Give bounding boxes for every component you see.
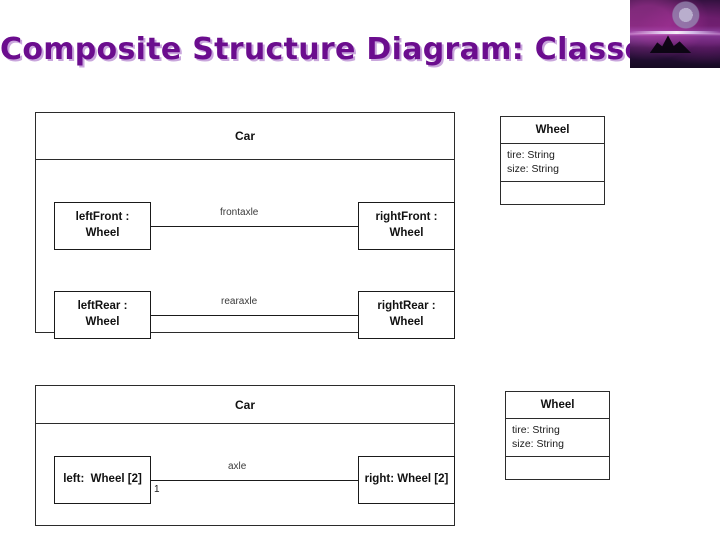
purple-moon-water-silhouette-image (630, 0, 720, 68)
connector-frontaxle (151, 226, 358, 227)
part-left-front-wheel[interactable]: leftFront : Wheel (54, 202, 151, 250)
part-right-front-wheel[interactable]: rightFront : Wheel (358, 202, 455, 250)
class-attribute: tire: String (507, 149, 555, 161)
part-left-rear-wheel-line1: leftRear : (77, 300, 128, 313)
part-right-front-wheel-label: rightFront : Wheel (376, 210, 438, 241)
class-box-wheel-1[interactable]: Wheel tire: String size: String (500, 116, 605, 205)
composite-structure-car-frame-1: Car frontaxle rearaxle leftFront : Wheel… (35, 112, 455, 339)
connector-axle (151, 480, 358, 481)
connector-label-rearaxle: rearaxle (221, 296, 258, 307)
class-attribute: size: String (507, 163, 559, 176)
class-box-wheel-2[interactable]: Wheel tire: String size: String (505, 391, 610, 480)
class-box-wheel-1-attributes: tire: String size: String (501, 144, 604, 183)
water-horizon-glint (630, 31, 720, 35)
part-left-wheel-label: left: Wheel [2] (63, 473, 142, 486)
class-box-wheel-2-attributes: tire: String size: String (506, 419, 609, 458)
class-box-wheel-2-operations (506, 457, 609, 475)
car-frame-1-title: Car (234, 129, 255, 143)
part-left-rear-wheel-label: leftRear : Wheel (78, 299, 128, 330)
connector-label-frontaxle: frontaxle (220, 207, 259, 218)
car-frame-1-body: frontaxle rearaxle leftFront : Wheel rig… (36, 160, 455, 339)
part-right-wheel[interactable]: right: Wheel [2] (358, 456, 455, 504)
class-box-wheel-2-name: Wheel (506, 392, 609, 419)
part-left-front-wheel-line1: leftFront : (75, 211, 130, 224)
part-left-wheel[interactable]: left: Wheel [2] (54, 456, 151, 504)
class-attribute: tire: String (512, 424, 560, 436)
dark-silhouette-shape (649, 35, 692, 54)
part-right-front-wheel-line2: Wheel (389, 227, 424, 239)
part-right-front-wheel-line1: rightFront : (375, 211, 438, 224)
class-box-wheel-1-name: Wheel (501, 117, 604, 144)
part-left-rear-wheel[interactable]: leftRear : Wheel (54, 291, 151, 339)
class-box-wheel-1-operations (501, 182, 604, 200)
class-attribute: size: String (512, 438, 564, 451)
connector-multiplicity-axle: 1 (154, 484, 160, 495)
page-title: Composite Structure Diagram: Classes (0, 32, 664, 67)
part-left-front-wheel-label: leftFront : Wheel (76, 210, 130, 241)
part-right-rear-wheel[interactable]: rightRear : Wheel (358, 291, 455, 339)
car-frame-2-body: axle 1 left: Wheel [2] right: Wheel [2] (36, 424, 455, 525)
car-frame-1-header: Car (36, 113, 454, 160)
car-frame-2-title: Car (234, 397, 255, 412)
part-right-wheel-label: right: Wheel [2] (364, 473, 449, 486)
part-right-rear-wheel-label: rightRear : Wheel (377, 299, 435, 330)
composite-structure-car-frame-2: Car axle 1 left: Wheel [2] right: Wheel … (35, 385, 455, 526)
connector-label-axle: axle (228, 461, 247, 472)
connector-rearaxle (151, 315, 358, 316)
part-right-rear-wheel-line2: Wheel (389, 316, 424, 328)
part-right-rear-wheel-line1: rightRear : (377, 300, 436, 313)
part-left-front-wheel-line2: Wheel (85, 227, 120, 239)
car-frame-2-header: Car (36, 386, 454, 424)
part-left-rear-wheel-line2: Wheel (85, 316, 120, 328)
